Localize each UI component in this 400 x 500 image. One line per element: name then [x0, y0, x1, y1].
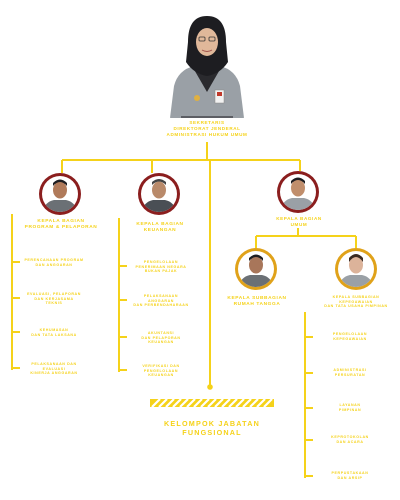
- kepegawaian-item-line: DAN ARSIP: [337, 475, 363, 480]
- keuangan-item-line: ANGGARAN: [148, 298, 174, 303]
- program-item-line: DAN ANGGARAN: [35, 262, 73, 267]
- kabag-program-label: KEPALA BAGIAN PROGRAM & PELAPORAN: [14, 219, 108, 231]
- program-item-line: KINERJA ANGGARAN: [30, 371, 78, 376]
- kabag-keuangan-title: KEPALA BAGIAN: [136, 222, 184, 227]
- connectors: [11, 142, 357, 478]
- kabag-umum-label: KEPALA BAGIAN UMUM: [266, 216, 332, 228]
- sekretaris-title: SEKRETARIS: [189, 120, 225, 125]
- kepegawaian-item: KEPROTOKOLAN DAN ACARA: [315, 435, 385, 444]
- program-item-line: EVALUASI, PELAPORAN: [27, 292, 81, 296]
- keuangan-item-line: DAN PELAPORAN: [141, 335, 181, 340]
- program-item-line: TEKNIS: [45, 301, 63, 306]
- sekretaris-unit-2: ADMINISTRASI HUKUM UMUM: [166, 132, 248, 137]
- sekretaris-unit: DIREKTORAT JENDERAL: [173, 126, 241, 131]
- program-item-line: DAN KERJASAMA: [34, 296, 74, 301]
- kasubbag-kepegawaian-title: KEPALA SUBBAGIAN: [332, 295, 380, 299]
- kabag-keuangan-unit: KEUANGAN: [143, 228, 177, 234]
- kepegawaian-item: LAYANAN PIMPINAN: [315, 403, 385, 412]
- keuangan-item-line: PENGELOLAAN: [143, 368, 179, 373]
- kabag-program-photo: [39, 173, 81, 215]
- keuangan-item-line: VERIFIKASI DAN: [142, 364, 180, 368]
- kasubbag-kepegawaian-photo: [335, 248, 377, 290]
- kepegawaian-item: PENGELOLAAN KEPEGAWAIAN: [315, 332, 385, 341]
- kepegawaian-item: PERPUSTAKAAN DAN ARSIP: [315, 471, 385, 480]
- keuangan-item-line: PENGELOLAAN: [143, 260, 179, 264]
- kasubbag-kepegawaian-label: KEPALA SUBBAGIAN KEPEGAWAIAN DAN TATA US…: [318, 295, 394, 309]
- program-item: EVALUASI, PELAPORAN DAN KERJASAMA TEKNIS: [22, 292, 86, 306]
- keuangan-item-line: PELAKSANAAN: [143, 294, 179, 298]
- kabag-umum-unit: UMUM: [290, 222, 308, 227]
- junction-dot: [207, 384, 213, 390]
- program-item-line: PERENCANAAN PROGRAM: [24, 258, 84, 262]
- kabag-umum-title: KEPALA BAGIAN: [276, 216, 322, 221]
- keuangan-item-line: KEUANGAN: [148, 373, 174, 378]
- kepegawaian-item-line: KEPEGAWAIAN: [333, 336, 367, 341]
- keuangan-item: PELAKSANAAN ANGGARAN DAN PERBENDAHARAAN: [129, 294, 193, 308]
- kepegawaian-item-line: PERSURATAN: [334, 372, 366, 377]
- keuangan-item-line: DAN PERBENDAHARAAN: [133, 303, 189, 308]
- kabag-umum-photo: [277, 171, 319, 213]
- kabag-keuangan-photo: [138, 173, 180, 215]
- program-item: PERENCANAAN PROGRAM DAN ANGGARAN: [22, 258, 86, 267]
- kasubbag-rumah-tangga-unit: RUMAH TANGGA: [233, 302, 281, 308]
- kepegawaian-item-line: LAYANAN: [339, 403, 361, 407]
- program-item-line: PELAKSANAAN DAN: [31, 362, 77, 366]
- kepegawaian-item-line: PIMPINAN: [338, 407, 362, 412]
- kabag-keuangan-label: KEPALA BAGIAN KEUANGAN: [122, 222, 198, 234]
- kasubbag-kepegawaian-unit-2: DAN TATA USAHA PIMPINAN: [324, 304, 388, 309]
- sekretaris-photo: [167, 10, 247, 118]
- jabatan-hatch-bar: [150, 398, 274, 408]
- item-ticks: [12, 261, 313, 477]
- keuangan-item-line: BUKAN PAJAK: [144, 269, 178, 274]
- jabatan-title: KELOMPOK JABATAN: [164, 419, 260, 428]
- kasubbag-rumah-tangga-title: KEPALA SUBBAGIAN: [227, 296, 287, 301]
- program-item-line: DAN TATA LAKSANA: [31, 332, 77, 337]
- kasubbag-rumah-tangga-photo: [235, 248, 277, 290]
- program-item: KEHUMASAN DAN TATA LAKSANA: [22, 328, 86, 337]
- keuangan-item: PENGELOLAAN PENERIMAAN NEGARA BUKAN PAJA…: [129, 260, 193, 274]
- jabatan-subtitle: FUNGSIONAL: [182, 428, 242, 437]
- kepegawaian-item-line: PENGELOLAAN: [332, 332, 368, 336]
- kasubbag-kepegawaian-unit: KEPEGAWAIAN: [339, 299, 373, 304]
- kepegawaian-item-line: DAN ACARA: [336, 439, 364, 444]
- kepegawaian-item-line: KEPROTOKOLAN: [331, 435, 369, 439]
- keuangan-item: AKUNTANSI DAN PELAPORAN KEUANGAN: [129, 331, 193, 345]
- program-item: PELAKSANAAN DAN EVALUASI KINERJA ANGGARA…: [22, 362, 86, 376]
- keuangan-item: VERIFIKASI DAN PENGELOLAAN KEUANGAN: [129, 364, 193, 378]
- keuangan-item-line: AKUNTANSI: [147, 331, 175, 335]
- kepegawaian-item-line: PERPUSTAKAAN: [331, 471, 369, 475]
- program-item-line: KEHUMASAN: [39, 328, 69, 332]
- keuangan-item-line: KEUANGAN: [148, 340, 174, 345]
- kasubbag-rumah-tangga-label: KEPALA SUBBAGIAN RUMAH TANGGA: [222, 296, 292, 308]
- kepegawaian-item-line: ADMINISTRASI: [333, 368, 367, 372]
- kepegawaian-item: ADMINISTRASI PERSURATAN: [315, 368, 385, 377]
- kabag-program-title: KEPALA BAGIAN: [37, 219, 85, 224]
- program-item-line: EVALUASI: [42, 366, 66, 371]
- keuangan-item-line: PENERIMAAN NEGARA: [135, 264, 187, 269]
- kabag-program-unit: PROGRAM & PELAPORAN: [24, 225, 98, 231]
- jabatan-fungsional-label: KELOMPOK JABATAN FUNGSIONAL: [146, 419, 278, 437]
- sekretaris-label: SEKRETARIS DIREKTORAT JENDERAL ADMINISTR…: [150, 120, 264, 138]
